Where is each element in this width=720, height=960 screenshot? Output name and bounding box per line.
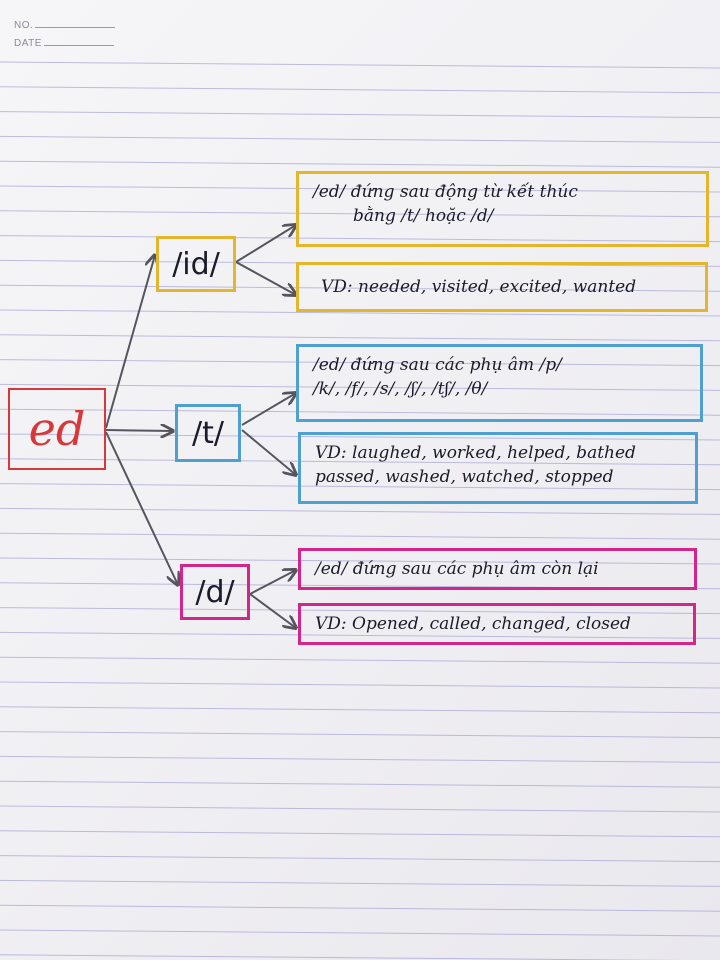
ruled-line xyxy=(0,235,720,243)
sound-d-label: /d/ xyxy=(195,574,235,610)
sound-d-box: /d/ xyxy=(180,564,250,620)
sound-t-label: /t/ xyxy=(192,415,224,451)
arrow-ed-to-d xyxy=(105,431,178,585)
ruled-line xyxy=(0,656,720,664)
d-example-text: VD: Opened, called, changed, closed xyxy=(315,614,631,634)
ruled-line xyxy=(0,607,720,615)
ruled-line xyxy=(0,929,720,937)
arrow-ed-to-id xyxy=(105,255,155,429)
ruled-line xyxy=(0,731,720,739)
arrow-d-to-rule xyxy=(249,570,296,595)
ruled-line xyxy=(0,805,720,813)
no-field: NO. xyxy=(14,20,116,31)
t-rule-box: /ed/ đứng sau các phụ âm /p/ /k/, /f/, /… xyxy=(296,344,703,422)
ruled-line xyxy=(0,334,720,342)
id-example-box: VD: needed, visited, excited, wanted xyxy=(296,262,708,312)
ruled-line xyxy=(0,160,720,168)
d-example-box: VD: Opened, called, changed, closed xyxy=(298,603,696,645)
ruled-line xyxy=(0,185,720,193)
ruled-line xyxy=(0,433,720,441)
d-rule-text: /ed/ đứng sau các phụ âm còn lại xyxy=(315,559,599,579)
ruled-line xyxy=(0,359,720,367)
ruled-line xyxy=(0,383,720,391)
root-ed-label: ed xyxy=(28,402,86,456)
ruled-line xyxy=(0,135,720,143)
t-example-line-2: passed, washed, watched, stopped xyxy=(315,467,614,487)
ruled-line xyxy=(0,681,720,689)
arrow-t-to-example xyxy=(241,429,296,475)
id-rule-box: /ed/ đứng sau động từ kết thúc bằng /t/ … xyxy=(296,171,709,247)
ruled-line xyxy=(0,631,720,639)
ruled-line xyxy=(0,483,720,491)
ruled-line xyxy=(0,309,720,317)
ruled-line xyxy=(0,879,720,887)
ruled-line xyxy=(0,507,720,515)
ruled-line xyxy=(0,830,720,838)
d-rule-box: /ed/ đứng sau các phụ âm còn lại xyxy=(298,548,697,590)
sound-id-box: /id/ xyxy=(156,236,236,292)
t-example-box: VD: laughed, worked, helped, bathed pass… xyxy=(298,432,698,504)
t-rule-line-2: /k/, /f/, /s/, /ʃ/, /tʃ/, /θ/ xyxy=(313,379,488,399)
t-example-line-1: VD: laughed, worked, helped, bathed xyxy=(315,443,636,463)
sound-id-label: /id/ xyxy=(172,246,220,282)
ruled-line xyxy=(0,755,720,763)
ruled-line xyxy=(0,557,720,565)
id-rule-line-2: bằng /t/ hoặc /d/ xyxy=(353,206,494,226)
arrow-id-to-example xyxy=(235,261,296,295)
root-ed-box: ed xyxy=(8,388,106,470)
no-label: NO. xyxy=(14,20,34,31)
arrow-ed-to-t xyxy=(105,430,173,431)
ruled-line xyxy=(0,706,720,714)
id-example-text: VD: needed, visited, excited, wanted xyxy=(321,277,637,297)
t-rule-line-1: /ed/ đứng sau các phụ âm /p/ xyxy=(313,355,562,375)
ruled-line xyxy=(0,904,720,912)
ruled-line xyxy=(0,61,720,69)
ruled-line xyxy=(0,210,720,218)
arrow-t-to-rule xyxy=(241,393,296,426)
id-rule-line-1: /ed/ đứng sau động từ kết thúc xyxy=(313,182,578,202)
ruled-line xyxy=(0,111,720,119)
date-field: DATE xyxy=(14,38,114,49)
ruled-line xyxy=(0,532,720,540)
ruled-line xyxy=(0,780,720,788)
date-label: DATE xyxy=(14,38,42,49)
ruled-line xyxy=(0,408,720,416)
sound-t-box: /t/ xyxy=(175,404,241,462)
ruled-line xyxy=(0,284,720,292)
ruled-line xyxy=(0,855,720,863)
ruled-line xyxy=(0,86,720,94)
arrow-id-to-rule xyxy=(235,225,296,263)
arrow-d-to-example xyxy=(249,593,296,628)
